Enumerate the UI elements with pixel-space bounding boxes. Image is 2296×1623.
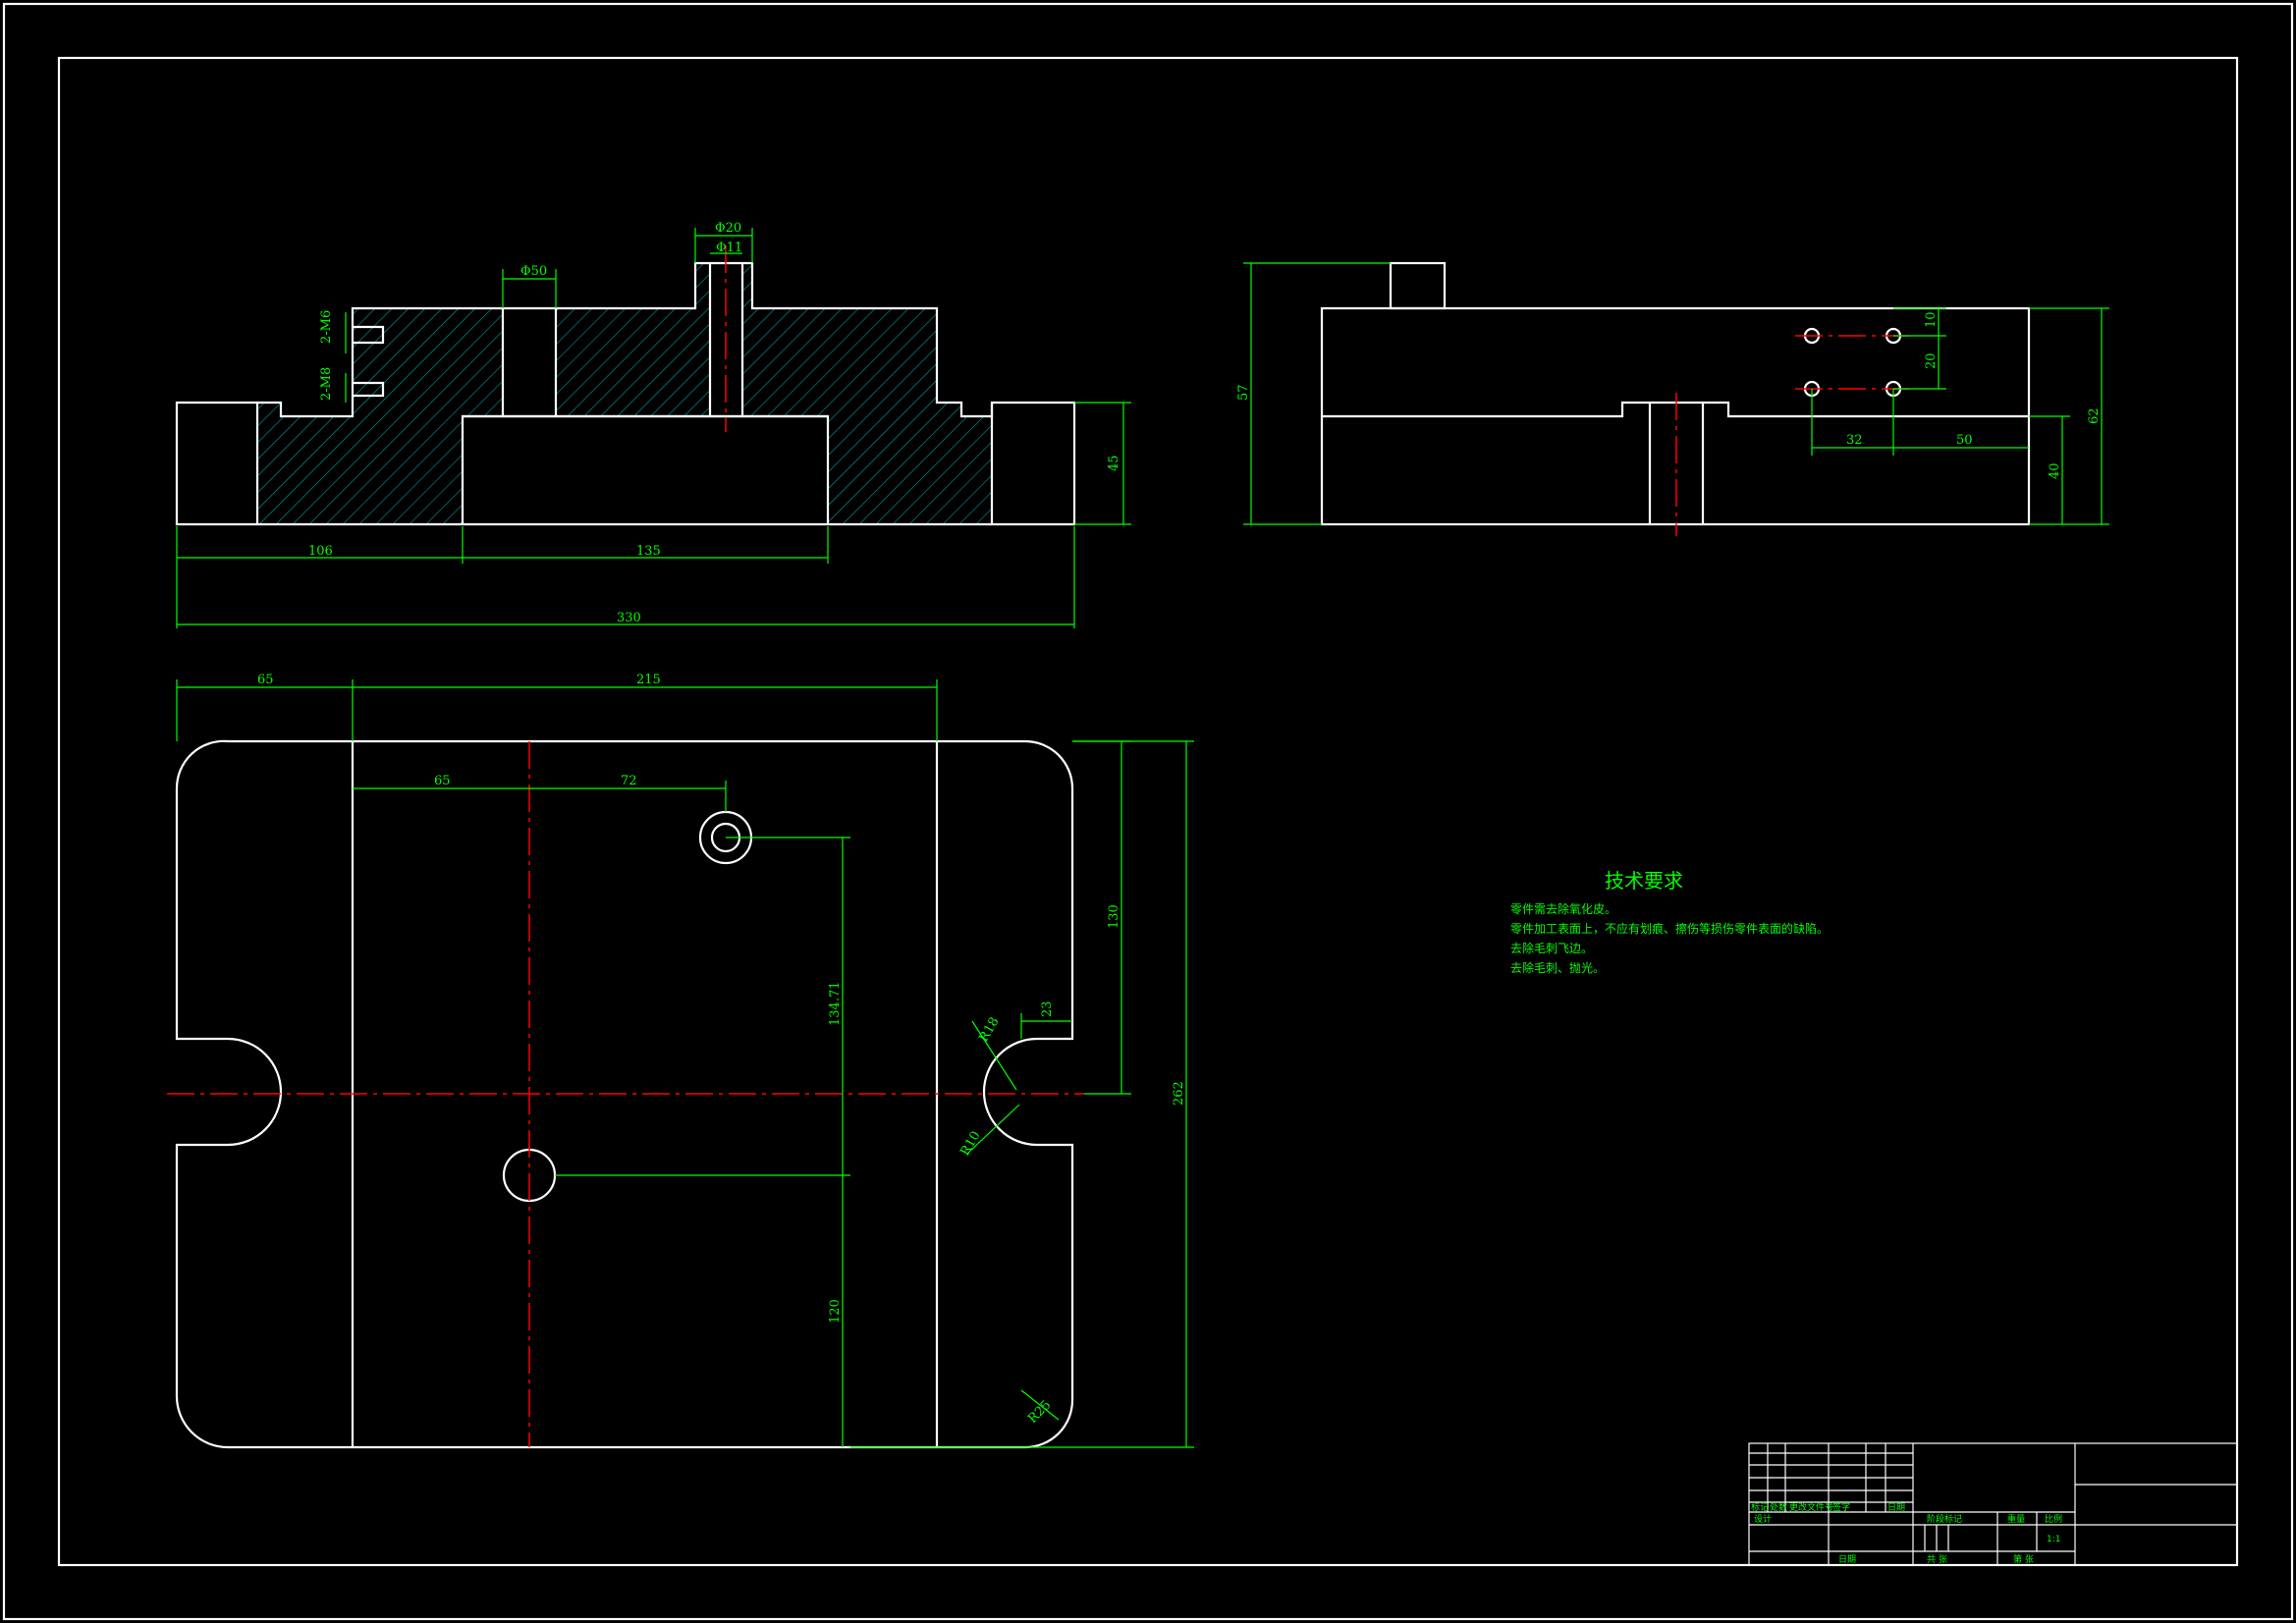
hatch-right-body — [742, 263, 992, 524]
front-dimensions: Φ20 Φ11 Φ50 2-M6 2-M8 45 106 135 330 — [176, 221, 1131, 628]
dim-overall: 330 — [617, 611, 641, 625]
dim-base-left: 106 — [308, 544, 333, 559]
tb-rev-h3: 签字 — [1832, 1501, 1850, 1513]
notes-line-1: 零件需去除氧化皮。 — [1510, 901, 1616, 916]
dim-plan-hole-x2: 72 — [621, 774, 637, 788]
tb-design: 设计 — [1754, 1513, 1772, 1525]
tb-date: 日期 — [1838, 1554, 1856, 1565]
hatch-left-body — [257, 308, 503, 524]
dim-side-right-outer: 62 — [2087, 407, 2102, 424]
tb-weight: 重量 — [2007, 1513, 2025, 1525]
dim-side-height: 57 — [1236, 384, 1251, 401]
dim-plan-right-upper: 130 — [1107, 904, 1121, 929]
plan-view: 65 215 65 72 134.71 120 130 262 23 R18 — [167, 673, 1194, 1449]
dim-plan-slot-r: R18 — [976, 1015, 1002, 1045]
tb-rev-h2: 更改文件号 — [1789, 1501, 1833, 1513]
dim-screw-1: 2-M6 — [319, 310, 334, 344]
dim-base-mid: 135 — [636, 544, 661, 559]
dim-hole: Φ50 — [520, 264, 547, 279]
technical-requirements: 技术要求 零件需去除氧化皮。 零件加工表面上，不应有划痕、擦伤等损伤零件表面的缺… — [1510, 869, 1829, 975]
hatch-center — [556, 263, 710, 416]
tb-scale: 比例 — [2045, 1513, 2062, 1525]
dim-plan-vert-1: 134.71 — [828, 982, 843, 1027]
tb-sheet-no: 第 张 — [2013, 1553, 2034, 1565]
front-cavity — [461, 414, 830, 524]
dim-plan-overall-h: 262 — [1172, 1081, 1186, 1106]
tb-rev-h1: 处数 — [1770, 1501, 1787, 1513]
dim-plan-top: 215 — [636, 673, 661, 687]
dim-plan-hole-x1: 65 — [434, 774, 451, 788]
notes-title: 技术要求 — [1605, 869, 1683, 893]
dim-screw-2: 2-M8 — [319, 367, 334, 401]
tb-rev-h4: 日期 — [1887, 1502, 1905, 1513]
dim-side-v-top: 10 — [1924, 311, 1939, 328]
notes-line-3: 去除毛刺飞边。 — [1510, 941, 1593, 955]
notes-line-2: 零件加工表面上，不应有划痕、擦伤等损伤零件表面的缺陷。 — [1510, 921, 1829, 936]
dim-height-right: 45 — [1107, 455, 1121, 471]
dim-plan-vert-2: 120 — [828, 1299, 843, 1324]
dim-plan-left: 65 — [257, 673, 274, 687]
tb-sheet-total: 共 张 — [1927, 1554, 1947, 1565]
side-dimensions: 57 10 20 32 50 62 40 — [1236, 262, 2109, 525]
plan-dimensions: 65 215 65 72 134.71 120 130 262 23 R18 — [176, 673, 1194, 1448]
tb-scale-value: 1:1 — [2047, 1535, 2060, 1544]
tb-rev-h0: 标记 — [1751, 1501, 1769, 1513]
notes-line-4: 去除毛刺、抛光。 — [1510, 960, 1605, 975]
tb-stage: 阶段标记 — [1927, 1513, 1962, 1525]
front-section-view: Φ20 Φ11 Φ50 2-M6 2-M8 45 106 135 330 — [175, 221, 1131, 628]
dim-side-h-left: 32 — [1846, 433, 1863, 448]
dim-top-pin: Φ20 — [715, 221, 741, 236]
side-view: 57 10 20 32 50 62 40 — [1236, 261, 2109, 536]
dim-pin-inner: Φ11 — [716, 241, 742, 255]
title-block: 标记 处数 更改文件号 签字 日期 设计 日期 阶段标记 重量 比例 1:1 共… — [1748, 1442, 2238, 1566]
dim-side-v-mid: 20 — [1924, 352, 1939, 369]
dim-plan-corner-r: R25 — [1025, 1398, 1054, 1427]
inner-border — [57, 56, 2239, 1567]
dim-side-right-inner: 40 — [2048, 462, 2062, 479]
dim-plan-slot-r2: R10 — [957, 1129, 983, 1159]
dim-plan-slot-width: 23 — [1040, 1001, 1055, 1017]
dim-side-h-right: 50 — [1956, 433, 1973, 448]
